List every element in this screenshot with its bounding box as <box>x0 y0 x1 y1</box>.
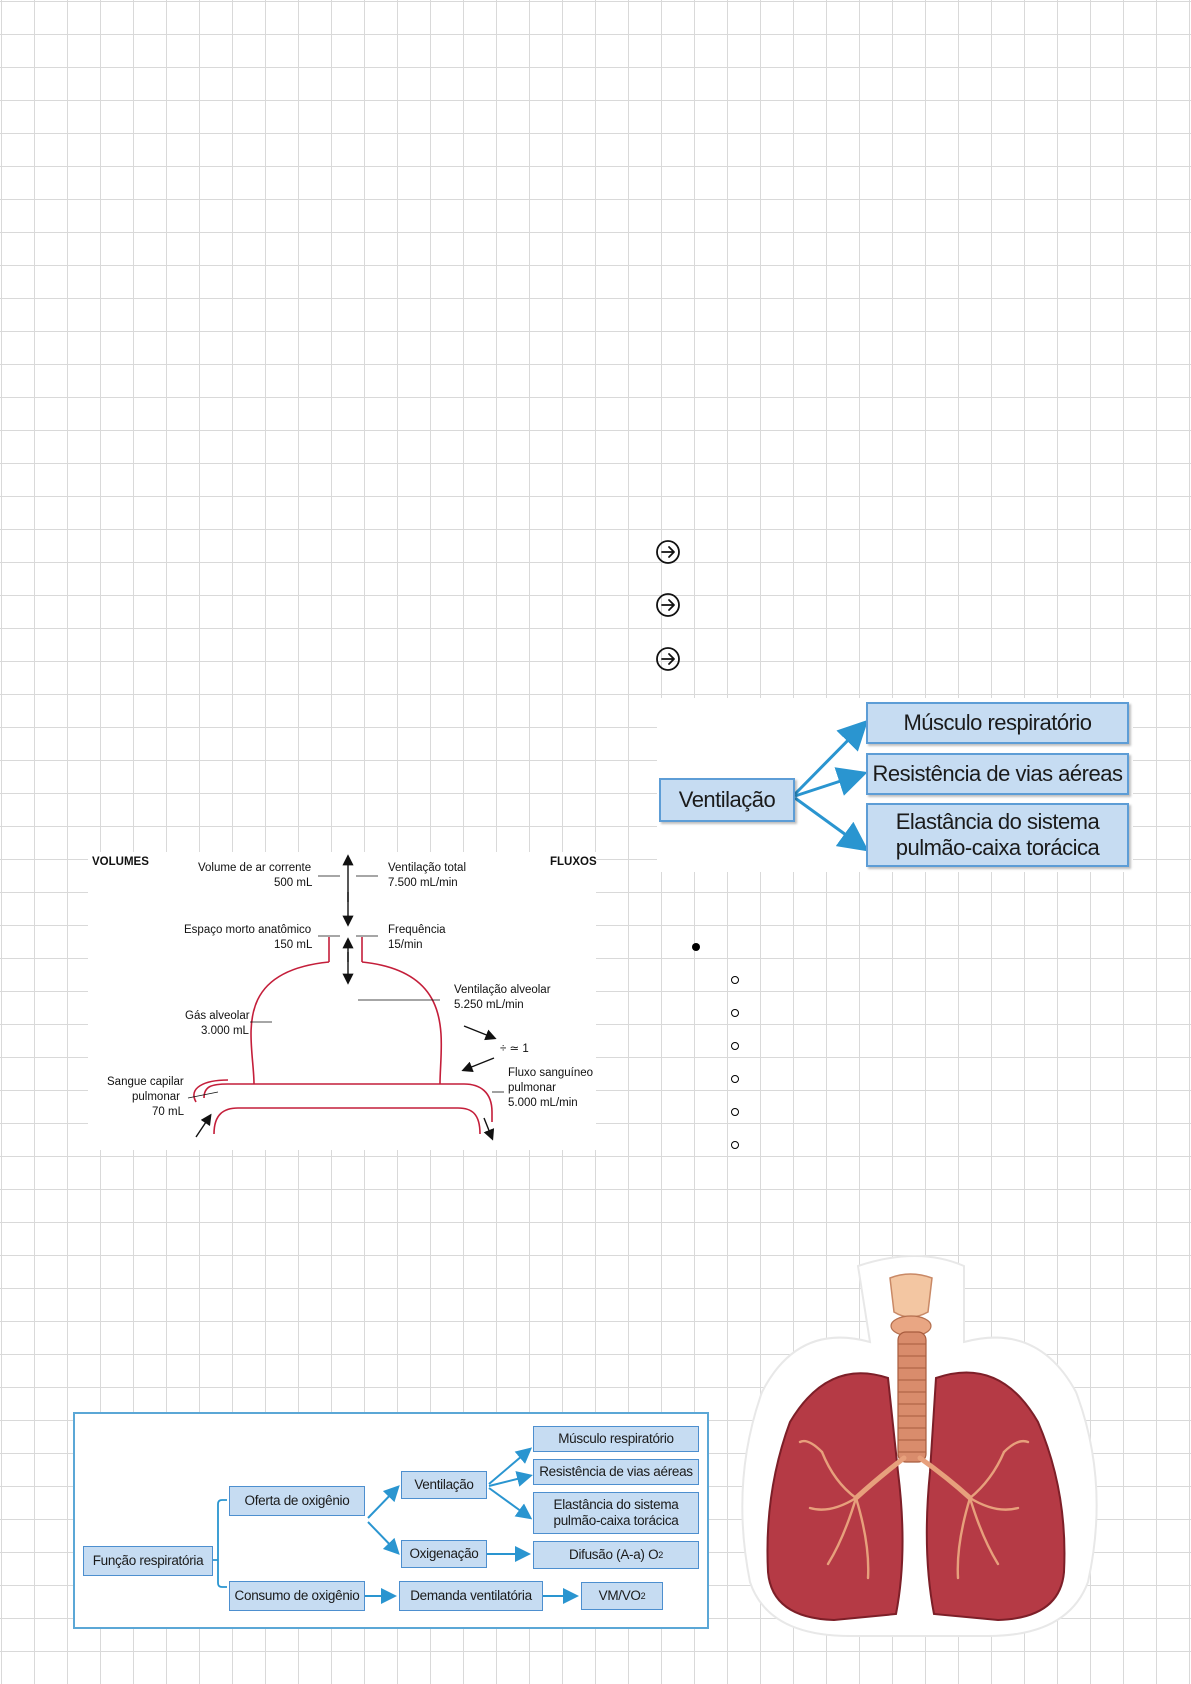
sub-bullet-marker <box>731 1009 739 1017</box>
sub-bullet-marker <box>731 1042 739 1050</box>
lungs-illustration <box>738 1252 1100 1640</box>
total-ventilation-value: 7.500 mL/min <box>388 877 458 889</box>
volumes-header: VOLUMES <box>92 856 149 868</box>
circle-arrow-right-icon <box>656 647 680 671</box>
ventilatory-demand-box: Demanda ventilatória <box>399 1581 543 1611</box>
blood-flow-label-1: Fluxo sanguíneo <box>508 1067 594 1079</box>
respiratory-function-box: Função respiratória <box>83 1546 213 1576</box>
total-ventilation-label: Ventilação total <box>388 862 467 874</box>
respiratory-muscle-box: Músculo respiratório <box>866 702 1129 744</box>
frequency-label: Frequência <box>388 924 446 936</box>
alveolar-ventilation-value: 5.250 mL/min <box>454 999 524 1011</box>
ventilation-diagram: Ventilação Músculo respiratório Resistên… <box>657 698 1133 872</box>
blood-flow-value: 5.000 mL/min <box>508 1097 578 1109</box>
blood-flow-label-2: pulmonar <box>508 1082 556 1094</box>
lungs-icon <box>741 1255 1098 1637</box>
oxygen-consumption-box: Consumo de oxigênio <box>229 1581 365 1611</box>
capillary-blood-value: 70 mL <box>152 1106 184 1118</box>
alveolar-gas-label: Gás alveolar <box>185 1010 250 1022</box>
bullet-marker <box>692 943 700 951</box>
circle-arrow-right-icon <box>656 593 680 617</box>
capillary-blood-label-2: pulmonar <box>132 1091 180 1103</box>
airway-resistance-box: Resistência de vias aéreas <box>866 753 1129 795</box>
airway-resistance-box: Resistência de vias aéreas <box>533 1459 699 1485</box>
dead-space-label: Espaço morto anatômico <box>184 924 312 936</box>
volumes-flows-diagram: VOLUMES FLUXOS Volume de ar corrente 500… <box>88 852 597 1150</box>
dead-space-value: 150 mL <box>274 939 313 951</box>
sub-bullet-marker <box>731 1108 739 1116</box>
tidal-volume-label: Volume de ar corrente <box>198 862 312 874</box>
oxygenation-box: Oxigenação <box>401 1540 487 1568</box>
respiratory-muscle-box: Músculo respiratório <box>533 1426 699 1452</box>
ventilation-arrows <box>793 719 869 852</box>
elastance-box: Elastância do sistema pulmão-caixa torác… <box>866 803 1129 867</box>
capillary-blood-label-1: Sangue capilar <box>107 1076 184 1088</box>
sub-bullet-marker <box>731 976 739 984</box>
ratio-label: ÷ ≃ 1 <box>500 1043 529 1055</box>
sub-bullet-marker <box>731 1075 739 1083</box>
lung-schematic <box>187 854 504 1141</box>
sub-bullet-marker <box>731 1141 739 1149</box>
elastance-box: Elastância do sistema pulmão-caixa torác… <box>533 1492 699 1534</box>
respiratory-function-connectors <box>213 1447 579 1604</box>
alveolar-gas-value: 3.000 mL <box>201 1025 249 1037</box>
tidal-volume-value: 500 mL <box>274 877 313 889</box>
circle-arrow-right-icon <box>656 540 680 564</box>
respiratory-function-diagram: Função respiratória Oferta de oxigênio C… <box>73 1412 709 1629</box>
ventilation-box: Ventilação <box>401 1471 487 1499</box>
oxygen-supply-box: Oferta de oxigênio <box>229 1486 365 1516</box>
frequency-value: 15/min <box>388 939 423 951</box>
flows-header: FLUXOS <box>550 856 597 868</box>
alveolar-ventilation-label: Ventilação alveolar <box>454 984 551 996</box>
ventilation-box: Ventilação <box>659 778 795 822</box>
